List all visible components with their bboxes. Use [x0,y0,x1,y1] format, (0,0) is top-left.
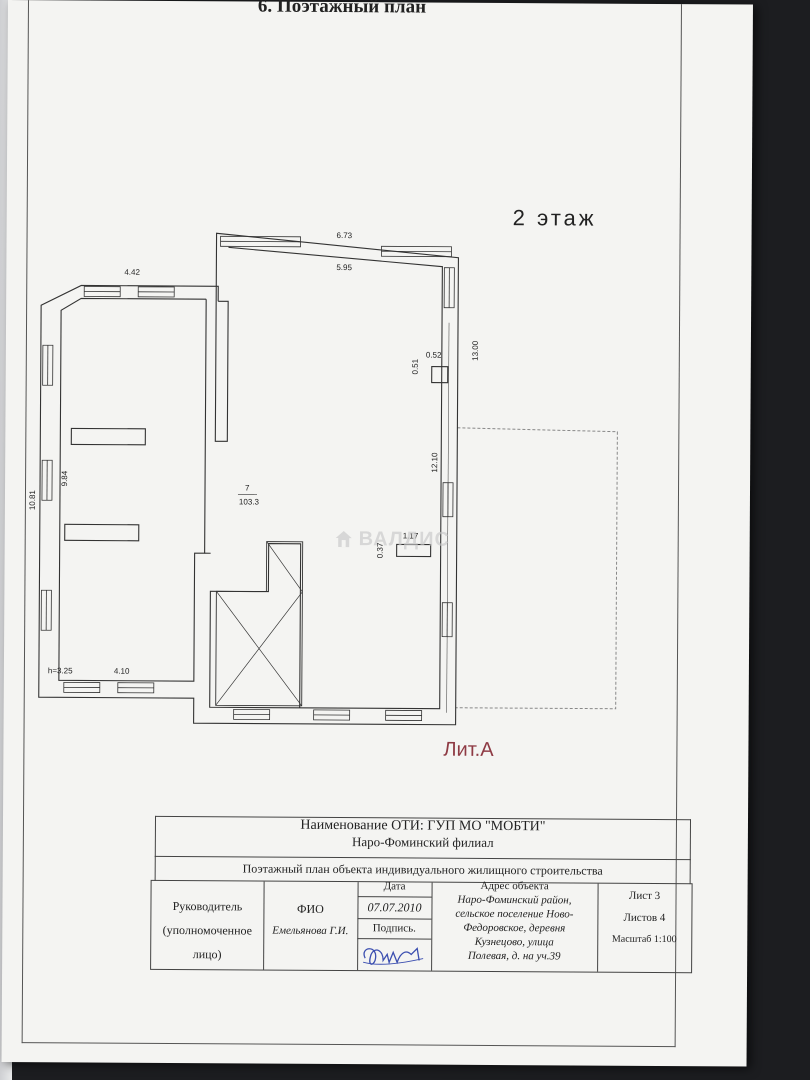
fio-label: ФИО [297,901,324,916]
room-area: 103.3 [239,497,260,506]
window [40,344,54,631]
address-line: Кузнецово, улица [474,935,554,949]
date-label: Дата [383,880,406,893]
dimension-label: 0.52 [426,351,442,360]
scale-label: Масштаб 1:100 [611,933,677,946]
document-subject: Поэтажный план объекта индивидуального ж… [242,861,603,878]
beam [64,523,140,542]
address-line: Федоровское, деревня [463,921,566,935]
dimension-label: 4.10 [114,667,130,676]
title-block-details: Руководитель (уполномоченное лицо) ФИО Е… [150,879,693,974]
dimension-label: 5.95 [336,263,352,272]
sheet-cell: Лист 3 Листов 4 Масштаб 1:100 [597,884,692,973]
outer-wall [38,232,459,726]
floor-plan: 6.73 5.95 4.42 0.52 0.51 13.00 12.10 10.… [28,231,618,726]
dimension-label: 4.42 [124,268,140,277]
watermark: ВАЛДИС [335,528,450,552]
dimension-label: 10.81 [28,490,37,511]
document-sheet: 6. Поэтажный план 2 этаж [1,0,753,1067]
dimension-label: 1.17 [403,531,419,540]
date-cell: Дата 07.07.2010 Подпись. [357,880,433,971]
ceiling-height-label: h=3.25 [48,666,73,675]
beam [396,543,432,558]
date-value: 07.07.2010 [367,900,422,915]
role-cell: Руководитель (уполномоченное лицо) [151,880,265,970]
stair-diagonal [215,591,303,706]
column [431,366,449,384]
role-line: Руководитель [172,899,243,914]
window [83,235,452,298]
org-branch: Наро-Фоминский филиал [352,834,494,850]
sheet-count: Листов 4 [623,911,666,925]
window [441,267,455,713]
adjacent-structure-outline [455,427,618,710]
signature-label: Подпись. [372,922,416,935]
inner-wall [209,246,443,710]
address-line: Полевая, д. на уч.39 [467,949,561,963]
address-label: Адрес объекта [480,879,549,893]
window [63,681,423,721]
dimension-label: 12.10 [430,452,439,473]
dimension-label: 6.73 [337,231,353,240]
address-line: сельское поселение Ново- [455,907,574,921]
stairwell [215,541,304,707]
address-line: Наро-Фоминский район, [457,893,572,907]
fio-value: Емельянова Г.И. [272,924,349,938]
dimension-label: 13.00 [471,340,480,361]
dimension-label: 0.37 [376,542,385,558]
stair-diagonal [266,541,303,593]
beam [70,427,146,446]
room-number: 7 [245,483,250,492]
signature-icon [362,947,424,965]
sheet-number: Лист 3 [628,889,661,903]
dimension-label: 9.84 [60,470,69,486]
role-line: (уполномоченное [162,922,253,938]
title-block-org: Наименование ОТИ: ГУП МО "МОБТИ" Наро-Фо… [154,815,692,861]
watermark-text: ВАЛДИС [358,528,451,551]
fio-cell: ФИО Емельянова Г.И. [263,881,359,971]
role-line: лицо) [192,947,222,962]
lit-label: Лит.А [443,738,494,761]
dimension-label: 0.51 [411,358,420,374]
house-icon [335,531,352,548]
address-cell: Адрес объекта Наро-Фоминский район, сель… [431,879,599,972]
inner-wall [58,297,207,682]
